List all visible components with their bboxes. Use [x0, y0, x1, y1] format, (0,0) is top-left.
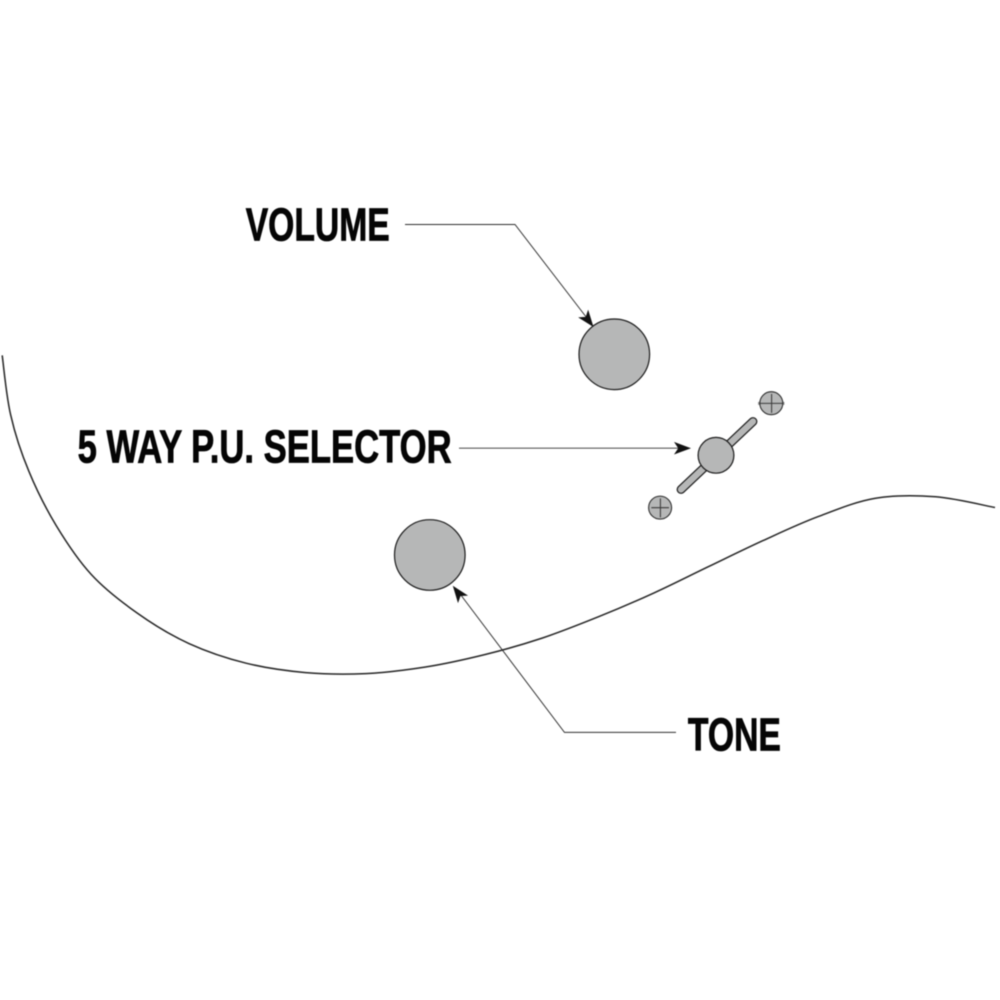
svg-text:5 WAY P.U. SELECTOR: 5 WAY P.U. SELECTOR — [78, 420, 452, 472]
svg-text:TONE: TONE — [688, 709, 781, 761]
svg-text:VOLUME: VOLUME — [246, 199, 390, 251]
